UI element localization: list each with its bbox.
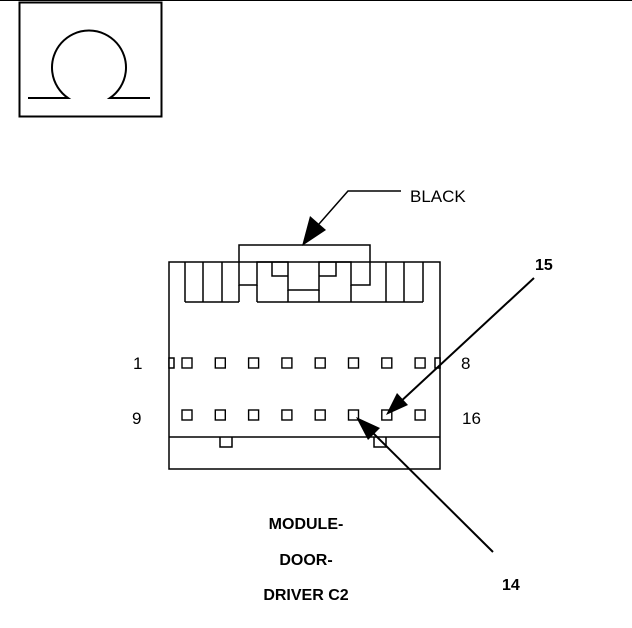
pin-cavity-10 xyxy=(214,409,227,421)
omega-icon xyxy=(28,29,150,99)
pin-cavity-1 xyxy=(181,357,193,369)
top-border-line xyxy=(0,0,632,1)
pin-label-8: 8 xyxy=(461,354,470,373)
pin-label-9: 9 xyxy=(132,409,141,428)
connector-body xyxy=(168,244,441,470)
omega-symbol-box xyxy=(18,1,163,118)
pin-cavity-11 xyxy=(247,409,260,421)
title-line-2: DOOR- xyxy=(279,552,332,569)
pin-cavity-5 xyxy=(314,357,326,369)
color-label: BLACK xyxy=(410,187,466,206)
color-callout: BLACK xyxy=(302,187,466,246)
callout-label-14: 14 xyxy=(502,577,520,594)
pin-cavity-12 xyxy=(281,409,293,421)
pin-cavity-2 xyxy=(214,357,227,369)
pin-cavities xyxy=(181,357,426,421)
callout-15: 15 xyxy=(386,257,553,415)
pin-cavity-4 xyxy=(281,357,293,369)
title-line-1: MODULE- xyxy=(269,516,344,533)
pin-cavity-3 xyxy=(247,357,260,369)
pin-cavity-6 xyxy=(347,357,360,369)
pin-cavity-9 xyxy=(181,409,193,421)
pin-cavity-7 xyxy=(381,357,393,369)
pin-cavity-15 xyxy=(381,409,393,421)
pin-label-16: 16 xyxy=(462,409,481,428)
pin-cavity-8 xyxy=(414,357,426,369)
pin-label-1: 1 xyxy=(133,354,142,373)
connector-title: MODULE- DOOR- DRIVER C2 xyxy=(263,516,348,604)
callout-label-15: 15 xyxy=(535,257,553,274)
pin-cavity-13 xyxy=(314,409,326,421)
title-line-3: DRIVER C2 xyxy=(263,587,348,604)
pin-cavity-14 xyxy=(347,409,360,421)
callout-14: 14 xyxy=(356,417,520,594)
pin-cavity-16 xyxy=(414,409,426,421)
